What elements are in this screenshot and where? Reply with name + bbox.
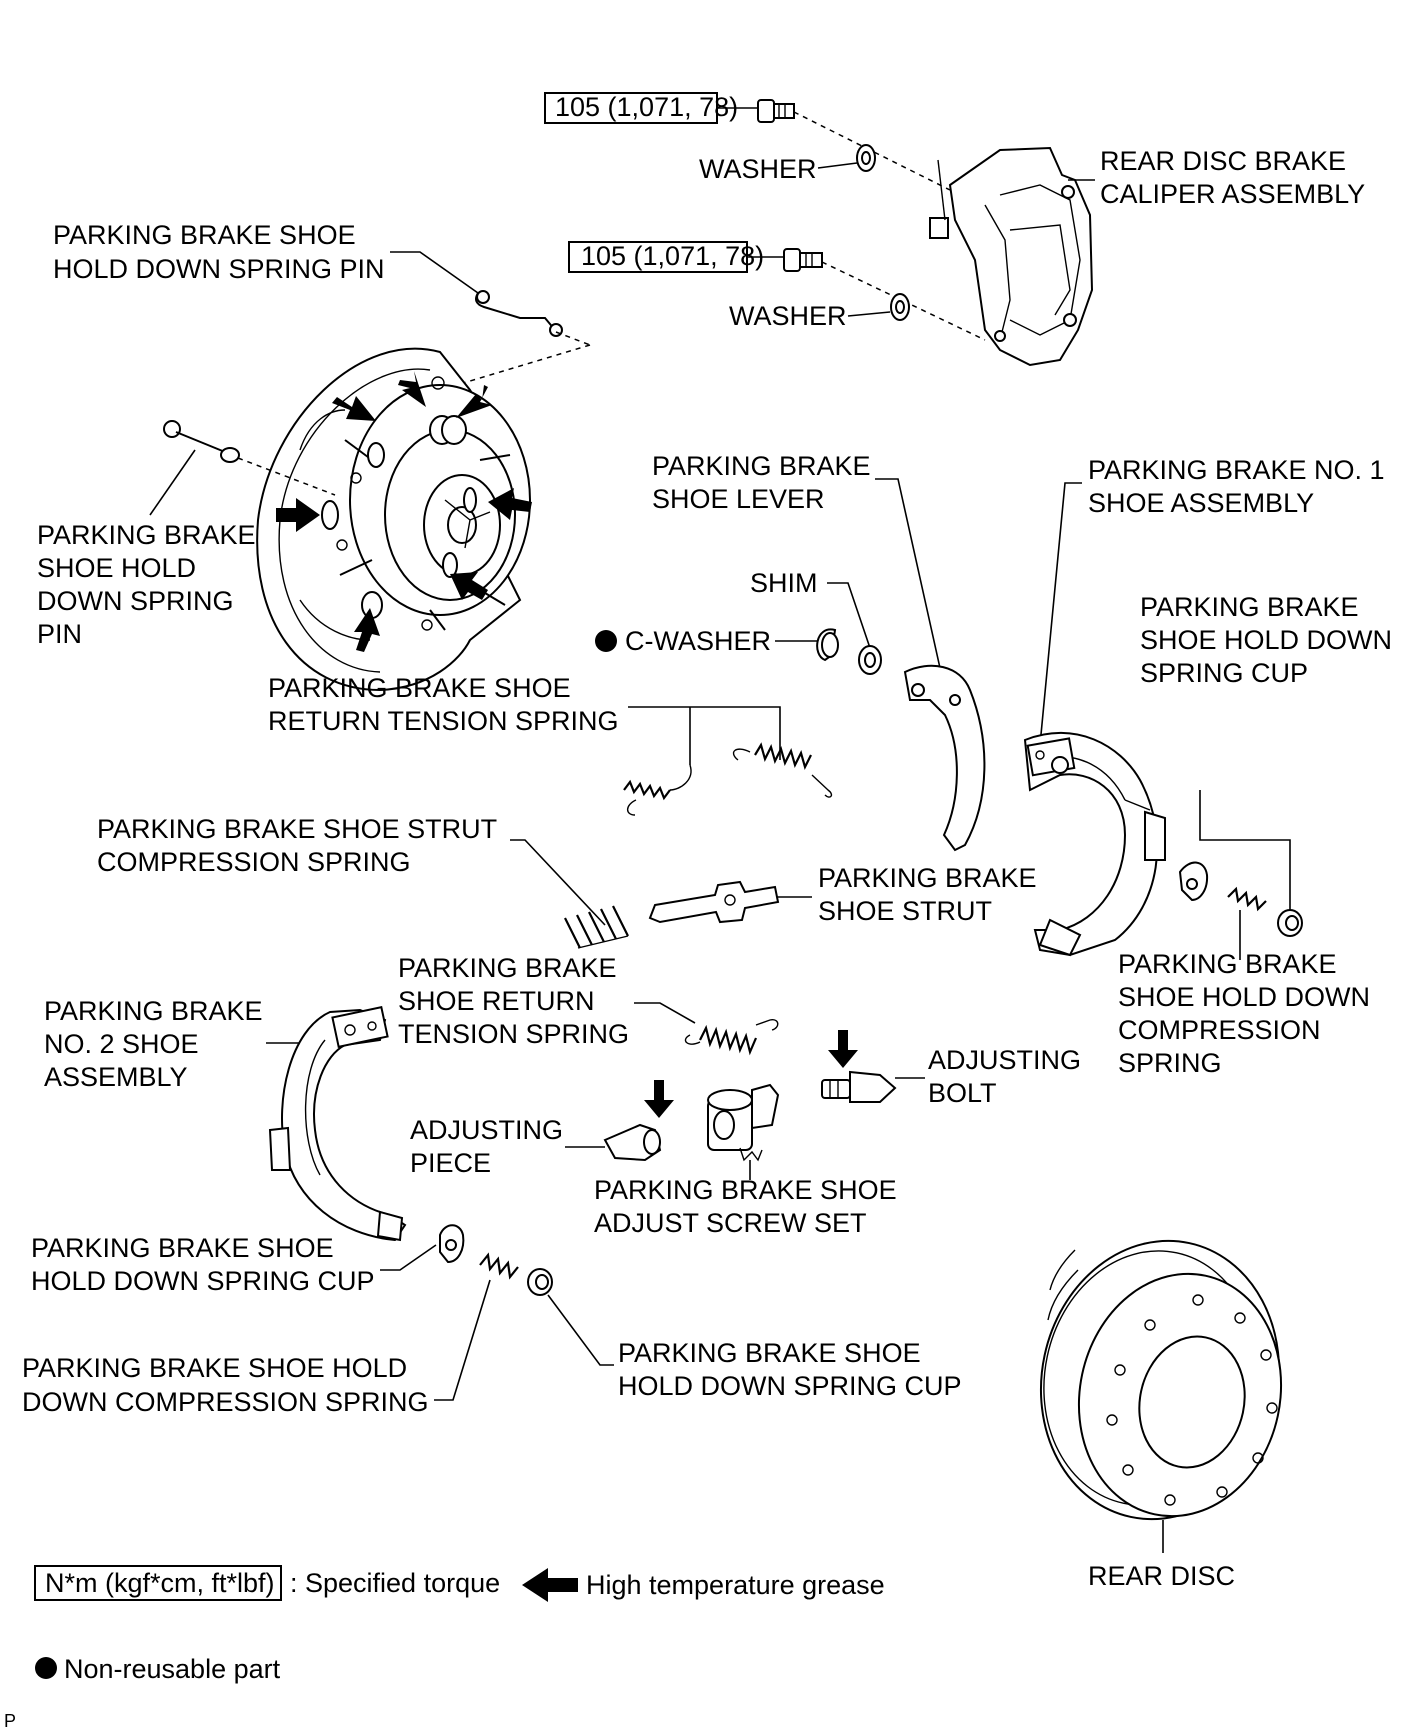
- caliper-assembly: [929, 146, 1094, 367]
- grease-arrow-icon: [828, 1030, 858, 1068]
- return-spring-top-label-line1: PARKING BRAKE SHOE: [268, 673, 571, 703]
- grease-arrows-backing-plate: [276, 371, 532, 652]
- no1-shoe-assembly: [1023, 731, 1166, 957]
- torque-box-upper: [544, 92, 718, 124]
- washer-lower-icon: [890, 293, 910, 321]
- torque-value-lower: 105 (1,071, 78): [581, 241, 764, 271]
- compression-right-label-line1: PARKING BRAKE: [1118, 949, 1337, 979]
- adjust-screw-set: [707, 1083, 780, 1162]
- cup-right-label-line3: SPRING CUP: [1140, 658, 1308, 688]
- grease-arrow-icon: [276, 498, 320, 532]
- rear-disc-label: REAR DISC: [1088, 1561, 1235, 1591]
- grease-arrow-icon: [488, 488, 532, 520]
- pin-left-label-line4: PIN: [37, 619, 82, 649]
- grease-arrow-icon: [450, 572, 488, 600]
- shoe-strut: [648, 880, 780, 924]
- no2-shoe-label-line1: PARKING BRAKE: [44, 996, 263, 1026]
- return-spring-mid-label-line2: SHOE RETURN: [398, 986, 595, 1016]
- shoe-lever-label-line1: PARKING BRAKE: [652, 451, 871, 481]
- return-spring-mid-label-line3: TENSION SPRING: [398, 1019, 629, 1049]
- no2-shoe-label-line2: NO. 2 SHOE: [44, 1029, 199, 1059]
- pin-left-label-line2: SHOE HOLD: [37, 553, 196, 583]
- washer-upper-icon: [856, 144, 876, 172]
- grease-arrow-icon: [644, 1080, 674, 1118]
- shim-label: SHIM: [750, 568, 818, 598]
- cup-bottom-label-line2: HOLD DOWN SPRING CUP: [618, 1371, 962, 1401]
- cup-bottom-label-line1: PARKING BRAKE SHOE: [618, 1338, 921, 1368]
- caliper-label-line1: REAR DISC BRAKE: [1100, 146, 1346, 176]
- washer-label-upper: WASHER: [699, 154, 817, 184]
- washer-label-lower: WASHER: [729, 301, 847, 331]
- hold-down-parts-right: [1178, 861, 1303, 937]
- shoe-lever: [903, 664, 986, 852]
- return-spring-top-label-line2: RETURN TENSION SPRING: [268, 706, 619, 736]
- pin-left-label-line1: PARKING BRAKE: [37, 520, 256, 550]
- return-spring-mid-label-line1: PARKING BRAKE: [398, 953, 617, 983]
- strut-label-line2: SHOE STRUT: [818, 896, 992, 926]
- bolt-lower-icon: [783, 248, 823, 272]
- disc-bolt-holes: [1106, 1294, 1278, 1506]
- legend-torque-box: [34, 1565, 282, 1601]
- legend: N*m (kgf*cm, ft*lbf) : Specified torque …: [34, 1565, 885, 1684]
- hold-down-parts-left: [439, 1224, 553, 1296]
- pin-left-label-line3: DOWN SPRING: [37, 586, 234, 616]
- no1-shoe-label-line2: SHOE ASSEMBLY: [1088, 488, 1314, 518]
- compression-right-label-line4: SPRING: [1118, 1048, 1222, 1078]
- non-reusable-dot-icon: [595, 630, 617, 652]
- adjusting-bolt-label-line1: ADJUSTING: [928, 1045, 1081, 1075]
- c-washer-label: C-WASHER: [625, 626, 771, 656]
- shoe-lever-label-line2: SHOE LEVER: [652, 484, 825, 514]
- adjusting-piece-label-line2: PIECE: [410, 1148, 491, 1178]
- strut-compression-spring: [564, 905, 629, 949]
- cup-left-label-line2: HOLD DOWN SPRING CUP: [31, 1266, 375, 1296]
- torque-value-upper: 105 (1,071, 78): [555, 92, 738, 122]
- cup-left-label-line1: PARKING BRAKE SHOE: [31, 1233, 334, 1263]
- cup-right-label-line1: PARKING BRAKE: [1140, 592, 1359, 622]
- no1-shoe-label-line1: PARKING BRAKE NO. 1: [1088, 455, 1385, 485]
- pin-top-label-line2: HOLD DOWN SPRING PIN: [53, 254, 385, 284]
- adjusting-bolt-label-line2: BOLT: [928, 1078, 997, 1108]
- strut-spring-label-line1: PARKING BRAKE SHOE STRUT: [97, 814, 497, 844]
- grease-arrow-icon: [456, 385, 492, 418]
- no2-shoe-label-line3: ASSEMBLY: [44, 1062, 188, 1092]
- bolt-upper-icon: [757, 99, 795, 123]
- compression-right-label-line2: SHOE HOLD DOWN: [1118, 982, 1370, 1012]
- cup-right-label-line2: SHOE HOLD DOWN: [1140, 625, 1392, 655]
- pin-top-label-line1: PARKING BRAKE SHOE: [53, 220, 356, 250]
- legend-nonreusable-text: Non-reusable part: [64, 1654, 281, 1684]
- legend-torque-text: : Specified torque: [290, 1568, 500, 1598]
- grease-arrow-icon: [354, 608, 380, 652]
- caliper-label-line2: CALIPER ASSEMBLY: [1100, 179, 1365, 209]
- legend-torque-units: N*m (kgf*cm, ft*lbf): [45, 1568, 275, 1598]
- bolt-group-lower: 105 (1,071, 78) WASHER: [568, 241, 986, 341]
- backing-plate: [256, 347, 531, 692]
- return-spring-top-right: [732, 742, 833, 798]
- legend-grease-arrow-icon: [522, 1568, 578, 1602]
- compression-left-label-line1: PARKING BRAKE SHOE HOLD: [22, 1353, 407, 1383]
- adjusting-piece: [603, 1123, 662, 1162]
- hold-down-pin-top: [475, 290, 563, 337]
- corner-mark: P: [4, 1711, 16, 1731]
- adjusting-bolt: [821, 1070, 897, 1103]
- legend-grease-text: High temperature grease: [586, 1570, 885, 1600]
- shim-icon: [858, 645, 882, 675]
- hold-down-pin-left: [163, 420, 240, 463]
- strut-label-line1: PARKING BRAKE: [818, 863, 1037, 893]
- compression-left-label-line2: DOWN COMPRESSION SPRING: [22, 1387, 429, 1417]
- grease-arrow-icon: [332, 396, 376, 421]
- compression-right-label-line3: COMPRESSION: [1118, 1015, 1321, 1045]
- rear-disc: [1039, 1239, 1283, 1521]
- bolt-group-upper: 105 (1,071, 78) WASHER: [544, 92, 951, 191]
- adjusting-piece-label-line1: ADJUSTING: [410, 1115, 563, 1145]
- strut-spring-label-line2: COMPRESSION SPRING: [97, 847, 411, 877]
- adjust-screw-label-line2: ADJUST SCREW SET: [594, 1208, 867, 1238]
- adjust-screw-label-line1: PARKING BRAKE SHOE: [594, 1175, 897, 1205]
- no2-shoe-assembly: [268, 1005, 407, 1242]
- return-spring-top-left: [623, 764, 692, 816]
- c-washer-icon: [816, 628, 839, 662]
- legend-non-reusable-dot-icon: [35, 1657, 57, 1679]
- return-spring-mid: [684, 1019, 779, 1056]
- grease-arrow-icon: [398, 371, 426, 407]
